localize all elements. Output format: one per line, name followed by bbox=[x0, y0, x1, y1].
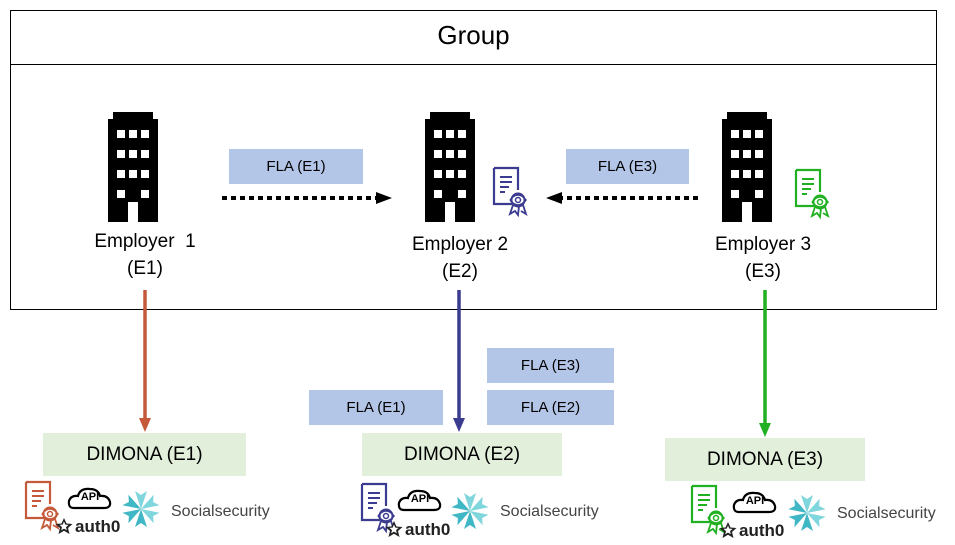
arrow-head-e1 bbox=[376, 192, 392, 204]
employer-2-label: Employer 2 (E2) bbox=[385, 231, 535, 285]
auth0-text-e3: auth0 bbox=[739, 521, 785, 540]
arrow-head-e1-dimona bbox=[139, 418, 151, 432]
fla-e3-bottom: FLA (E3) bbox=[487, 348, 614, 383]
fla-e2-bottom: FLA (E2) bbox=[487, 390, 614, 425]
dimona-e1: DIMONA (E1) bbox=[43, 433, 246, 476]
group-title: Group bbox=[437, 20, 510, 50]
fla-e3-top: FLA (E3) bbox=[566, 149, 689, 184]
certificate-icon-bottom-e2 bbox=[360, 482, 396, 533]
employer-3-code: (E3) bbox=[745, 261, 781, 282]
auth0-text-e2: auth0 bbox=[405, 520, 451, 539]
building-icon-e1 bbox=[108, 112, 158, 222]
auth0-text-e1: auth0 bbox=[75, 517, 121, 536]
building-icon-e3 bbox=[722, 112, 772, 222]
certificate-icon-bottom-e3 bbox=[690, 484, 726, 535]
socialsecurity-text-e2: Socialsecurity bbox=[500, 503, 599, 520]
employer-2-name: Employer 2 bbox=[411, 234, 509, 255]
employer-1-label: Employer 1 (E1) bbox=[70, 228, 220, 282]
socialsecurity-text-e3: Socialsecurity bbox=[837, 505, 936, 522]
dimona-e3: DIMONA (E3) bbox=[665, 438, 865, 481]
socialsecurity-flower-icon-e1 bbox=[122, 491, 160, 527]
auth0-icon-e1 bbox=[55, 518, 73, 534]
arrow-head-e3 bbox=[546, 192, 562, 204]
arrow-head-e2-dimona bbox=[453, 418, 465, 432]
fla-e1-top: FLA (E1) bbox=[229, 149, 363, 184]
building-icon-e2 bbox=[425, 112, 475, 222]
socialsecurity-flower-icon-e3 bbox=[788, 495, 826, 531]
api-label-e3: API bbox=[745, 495, 765, 507]
api-label-e2: API bbox=[410, 493, 430, 505]
employer-1-code: (E1) bbox=[127, 258, 163, 279]
group-title-bar bbox=[10, 10, 937, 65]
employer-1-name: Employer 1 bbox=[94, 231, 196, 252]
group-container bbox=[10, 10, 937, 310]
socialsecurity-text-e1: Socialsecurity bbox=[171, 503, 270, 520]
employer-3-label: Employer 3 (E3) bbox=[688, 231, 838, 285]
auth0-icon-e2 bbox=[385, 521, 403, 537]
employer-2-code: (E2) bbox=[442, 261, 478, 282]
api-label-e1: API bbox=[80, 491, 100, 503]
socialsecurity-flower-icon-e2 bbox=[451, 493, 489, 529]
certificate-icon-e3 bbox=[794, 168, 830, 219]
certificate-icon-e2 bbox=[492, 166, 528, 217]
certificate-icon-bottom-e1 bbox=[24, 480, 60, 531]
fla-e1-bottom: FLA (E1) bbox=[309, 390, 443, 425]
arrow-head-e3-dimona bbox=[759, 423, 771, 437]
employer-3-name: Employer 3 bbox=[714, 234, 812, 255]
dimona-e2: DIMONA (E2) bbox=[362, 433, 562, 476]
